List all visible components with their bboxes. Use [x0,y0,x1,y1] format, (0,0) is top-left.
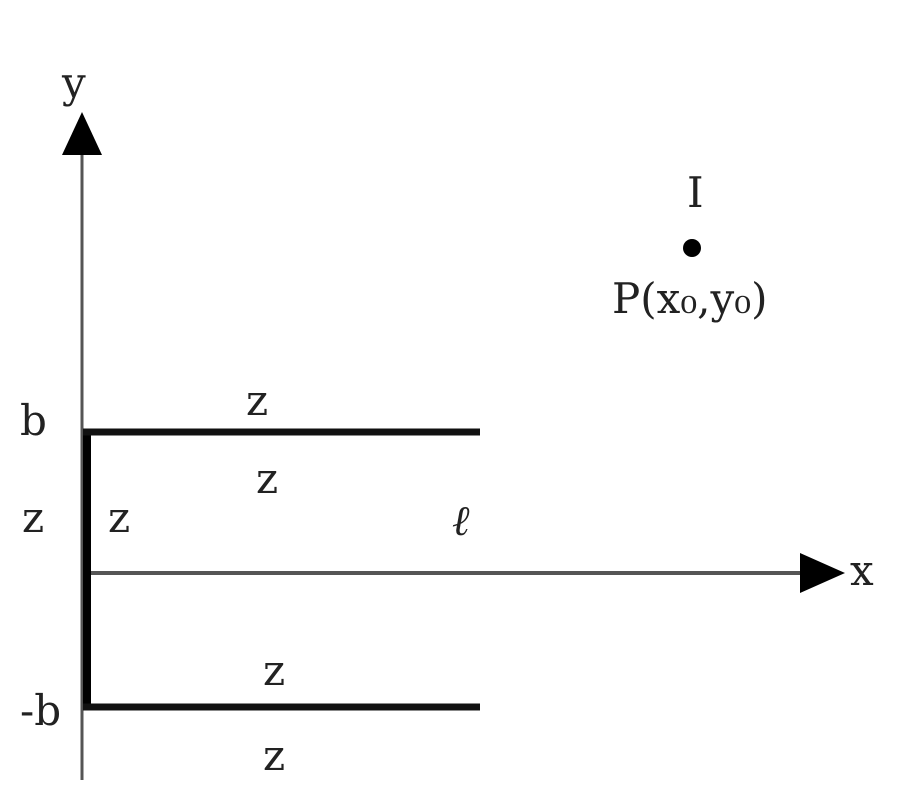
impedance-label-right-wall: z [108,493,131,542]
y-axis-label: y [62,58,86,107]
length-label: ℓ [452,496,470,545]
impedance-label-below-bottom: z [263,731,286,780]
source-point [683,239,701,257]
impedance-label-below-top: z [256,454,279,503]
point-label: P(x₀,y₀) [612,274,768,323]
bottom-boundary-label: -b [20,686,62,735]
x-axis-arrowhead [800,553,845,593]
impedance-label-left-wall: z [22,493,45,542]
y-axis-arrowhead [62,112,102,155]
x-axis-label: x [850,546,874,595]
top-boundary-label: b [20,396,47,445]
impedance-label-above-top: z [246,376,269,425]
current-source-label: I [687,168,704,217]
impedance-label-above-bottom: z [263,646,286,695]
